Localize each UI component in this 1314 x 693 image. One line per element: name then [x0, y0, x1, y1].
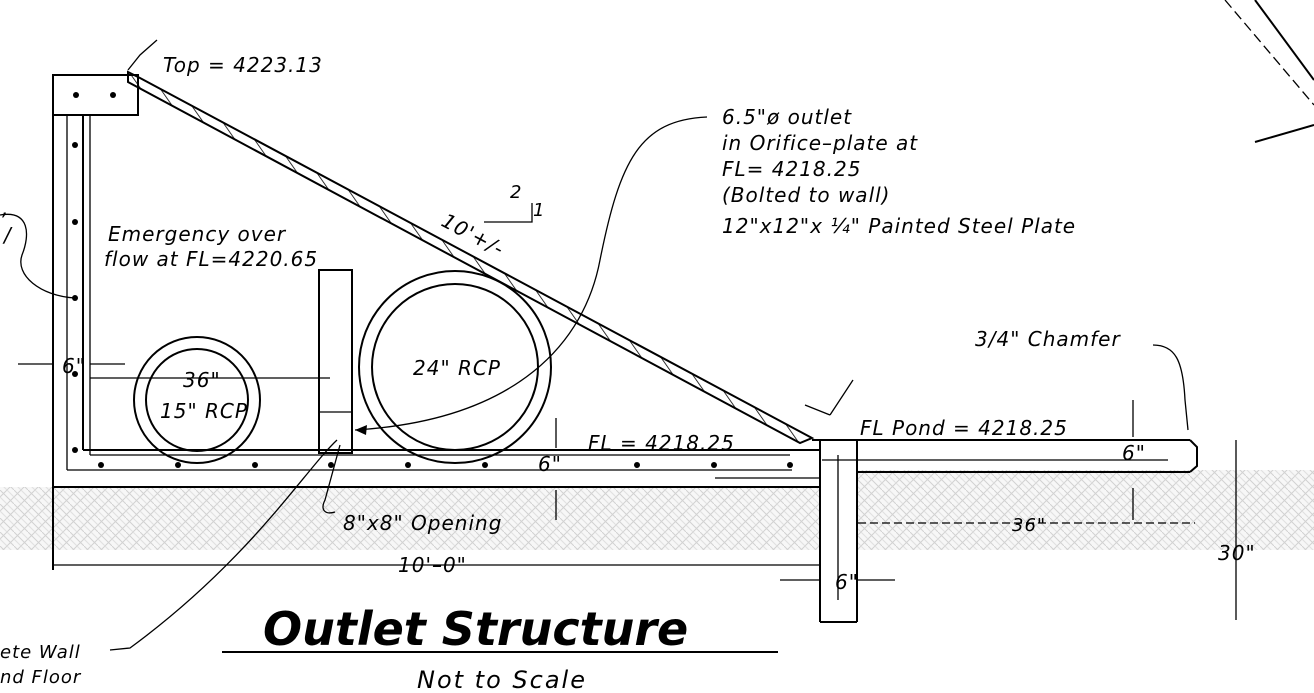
edge-mark-1: , [2, 196, 9, 220]
dim-10ft-label: 10'–0" [398, 553, 467, 577]
outlet-note-line-3: FL= 4218.25 [722, 157, 861, 181]
sloped-grate [127, 70, 815, 445]
emergency-note-line-2: flow at FL=4220.65 [104, 247, 318, 271]
chamfer-label: 3/4" Chamfer [975, 327, 1121, 351]
outlet-note-line-2: in Orifice–plate at [722, 131, 918, 155]
fl-floor-label: FL = 4218.25 [588, 431, 735, 455]
slope-rise-label: 1 [533, 200, 545, 221]
orifice-plate [318, 269, 353, 454]
edge-mark-2: / [2, 223, 13, 247]
dim-36-left-label: 36" [183, 368, 221, 392]
outlet-note-line-5: 12"x12"x ¼" Painted Steel Plate [722, 214, 1076, 238]
concrete-note-line-1: ete Wall [0, 642, 81, 663]
emergency-note-line-1: Emergency over [108, 222, 287, 246]
top-elevation-label: Top = 4223.13 [163, 53, 323, 77]
pipe-24-label: 24" RCP [413, 356, 501, 380]
dim-6-pond-label: 6" [1122, 441, 1146, 465]
corner-sketch [1224, 0, 1314, 143]
drawing-subtitle: Not to Scale [417, 666, 587, 693]
dim-6-floor-label: 6" [538, 452, 562, 476]
dim-6-cutoff-label: 6" [835, 570, 859, 594]
outlet-note-line-4: (Bolted to wall) [722, 183, 890, 207]
cutoff-wall [715, 439, 1198, 623]
dim-30-label: 30" [1218, 541, 1256, 565]
dim-6-wall-label: 6" [62, 354, 86, 378]
pipe-15-label: 15" RCP [160, 399, 248, 423]
outlet-note-line-1: 6.5"ø outlet [722, 105, 852, 129]
dim-36-right-label: 36" [1012, 515, 1046, 536]
opening-label: 8"x8" Opening [343, 511, 502, 535]
slope-run-label: 2 [510, 182, 522, 203]
fl-pond-label: FL Pond = 4218.25 [860, 416, 1068, 440]
pipe-15-rcp [133, 336, 261, 464]
concrete-note-line-2: nd Floor [0, 667, 82, 688]
ground-hatching [0, 470, 1314, 550]
drawing-title: Outlet Structure [263, 602, 688, 656]
wall-cap [52, 74, 139, 116]
leader-lines [0, 39, 1237, 653]
